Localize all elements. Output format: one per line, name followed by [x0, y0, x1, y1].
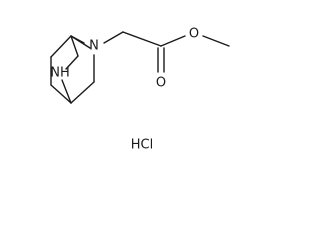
bond-n-to-ch2: [103, 31, 124, 44]
bond-carbonyl-c-to-ester-o: [160, 35, 186, 47]
bond-ring-ch2-to-bridgehead-bottom: [70, 81, 95, 104]
bond-ester-o-to-methyl: [202, 35, 230, 47]
bond-bridgehead-top-to-n: [70, 35, 85, 44]
ester-oxygen-label: O: [189, 27, 199, 42]
bond-bridgehead-top-to-bridge-top: [70, 35, 79, 57]
hcl-salt-label: HCl: [131, 138, 153, 153]
bond-ch2-to-carbonyl-c: [122, 31, 162, 47]
bond-lower-left-ch2-to-bridgehead-bottom: [50, 84, 72, 104]
ring-nitrogen-label: N: [89, 39, 99, 54]
bond-bridge-ch2-to-nh: [65, 55, 79, 70]
bridge-amine-label: NH: [50, 66, 70, 81]
structure-diagram: N NH O O HCl: [50, 27, 230, 153]
carbonyl-oxygen-label: O: [156, 76, 166, 91]
bond-bridgehead-top-to-left-ch2: [50, 35, 72, 58]
bond-bridgehead-bottom-to-nh: [61, 79, 72, 104]
